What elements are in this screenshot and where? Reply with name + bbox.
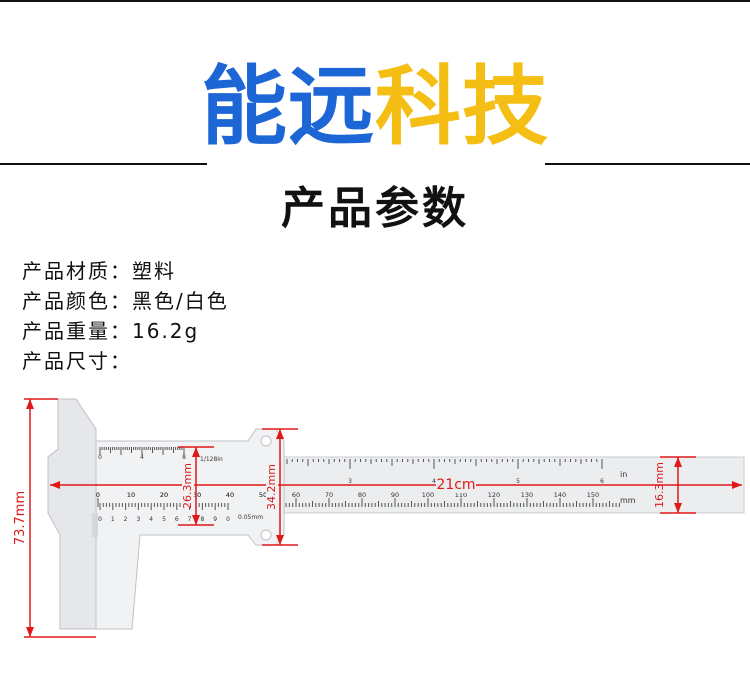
dim-slider-arrow-top — [276, 429, 284, 439]
vernier-resolution-label: 0.05mm — [238, 514, 263, 521]
dim-length-text-bg — [436, 475, 476, 493]
dim-length-arrow-left — [50, 481, 60, 489]
vernier-top-label: 8 — [182, 454, 186, 461]
mm-tick-label: 50 — [259, 491, 267, 499]
title-rule-right — [545, 163, 750, 165]
beam-tick-marks — [97, 459, 620, 507]
spec-value: 黑色/白色 — [132, 289, 229, 313]
spec-row-color: 产品颜色：黑色/白色 — [22, 286, 229, 316]
dim-height-arrow-top — [26, 399, 34, 409]
vernier-bottom-label: 2 — [124, 516, 128, 523]
slider-mm-label: 40 — [226, 491, 234, 499]
beam-tick-labels: 0 10 20 30 40 50 60 70 80 90 100 110 120 130 140 150 3 4 5… — [96, 478, 604, 499]
dim-slider-text: 34.2mm — [265, 464, 278, 510]
dim-jaw-text: 26.3mm — [181, 463, 194, 509]
mm-tick-label: 30 — [193, 491, 201, 499]
inch-tick-label: 6 — [600, 478, 604, 485]
brand-part-2: 科技 — [375, 57, 549, 157]
dim-length-text: 21cm — [436, 477, 475, 493]
brand-part-1: 能远 — [201, 57, 375, 157]
slider-mm-label: 20 — [160, 491, 168, 499]
dim-jaw-text-bg — [182, 465, 194, 507]
vernier-bottom-label: 7 — [188, 516, 192, 523]
vernier-top-label: 0 — [98, 454, 102, 461]
dimension-lines — [24, 398, 742, 638]
top-rule — [0, 0, 750, 2]
spec-row-weight: 产品重量：16.2g — [22, 316, 229, 346]
vernier-tick-labels: 0 4 8 0 1 2 3 4 5 6 7 8 9 0 0 10 20 30 40 50 — [96, 454, 267, 523]
mm-tick-label: 10 — [127, 491, 135, 499]
dim-jaw-arrow-top — [192, 447, 200, 457]
spec-row-material: 产品材质：塑料 — [22, 256, 229, 286]
mm-tick-label: 100 — [422, 491, 434, 499]
dim-height-arrow-bottom — [26, 627, 34, 637]
slider-thumb-hole-bottom — [260, 529, 272, 541]
mm-tick-label: 80 — [358, 491, 366, 499]
vernier-bottom-label: 0 — [98, 516, 102, 523]
dim-length-arrow-right — [732, 481, 742, 489]
mm-tick-label: 130 — [521, 491, 533, 499]
mm-tick-label: 0 — [96, 491, 100, 499]
vernier-top-label: 4 — [140, 454, 144, 461]
mm-tick-label: 90 — [391, 491, 399, 499]
dim-beam-text: 16.3mm — [653, 462, 666, 508]
mm-tick-label: 110 — [455, 491, 467, 499]
unit-in-label: in — [620, 470, 627, 479]
spec-label: 产品材质： — [22, 259, 132, 283]
dim-slider-text-bg — [266, 465, 278, 509]
inch-tick-label: 3 — [348, 478, 352, 485]
brand-logo-text: 能远科技 — [0, 64, 750, 150]
slider-mm-label: 30 — [193, 491, 201, 499]
slider-mm-label: 0 — [96, 491, 100, 499]
vernier-bottom-label: 0 — [226, 516, 230, 523]
spec-row-size: 产品尺寸： — [22, 346, 229, 376]
vernier-bottom-label: 9 — [213, 516, 217, 523]
spec-list: 产品材质：塑料 产品颜色：黑色/白色 产品重量：16.2g 产品尺寸： — [22, 256, 229, 376]
dim-jaw-arrow-bottom — [192, 515, 200, 525]
dim-beam-arrow-bottom — [674, 503, 682, 513]
inch-vernier-label: 1/128in — [200, 456, 223, 463]
mm-tick-label: 140 — [554, 491, 566, 499]
vernier-bottom-label: 4 — [149, 516, 153, 523]
mm-tick-label: 70 — [325, 491, 333, 499]
inch-tick-label: 4 — [432, 478, 436, 485]
mm-tick-label: 20 — [160, 491, 168, 499]
section-title: 产品参数 — [281, 183, 469, 234]
vernier-bottom-label: 5 — [162, 516, 166, 523]
spec-value: 塑料 — [132, 259, 176, 283]
spec-value: 16.2g — [132, 319, 200, 343]
vernier-bottom-label: 3 — [136, 516, 140, 523]
inch-tick-label: 5 — [516, 478, 520, 485]
vernier-bottom-label: 6 — [175, 516, 179, 523]
slider-mm-label: 50 — [259, 491, 267, 499]
dim-beam-arrow-top — [674, 457, 682, 467]
spec-label: 产品重量： — [22, 319, 132, 343]
slider-mm-label: 10 — [127, 491, 135, 499]
mm-tick-label: 40 — [226, 491, 234, 499]
unit-mm-label: mm — [620, 496, 636, 505]
dim-slider-arrow-bottom — [276, 535, 284, 545]
depth-gauge-slot — [92, 513, 98, 537]
slider-thumb-hole-top — [260, 435, 272, 447]
mm-tick-label: 120 — [488, 491, 500, 499]
mm-tick-label: 150 — [587, 491, 599, 499]
dim-height-text: 73.7mm — [13, 491, 28, 545]
caliper-slider — [95, 428, 285, 630]
vernier-bottom-label: 8 — [200, 516, 204, 523]
caliper-fixed-jaw — [47, 398, 97, 630]
spec-label: 产品颜色： — [22, 289, 132, 313]
spec-label: 产品尺寸： — [22, 349, 132, 373]
title-rule-left — [0, 163, 207, 165]
mm-tick-label: 60 — [292, 491, 300, 499]
vernier-bottom-label: 1 — [111, 516, 115, 523]
